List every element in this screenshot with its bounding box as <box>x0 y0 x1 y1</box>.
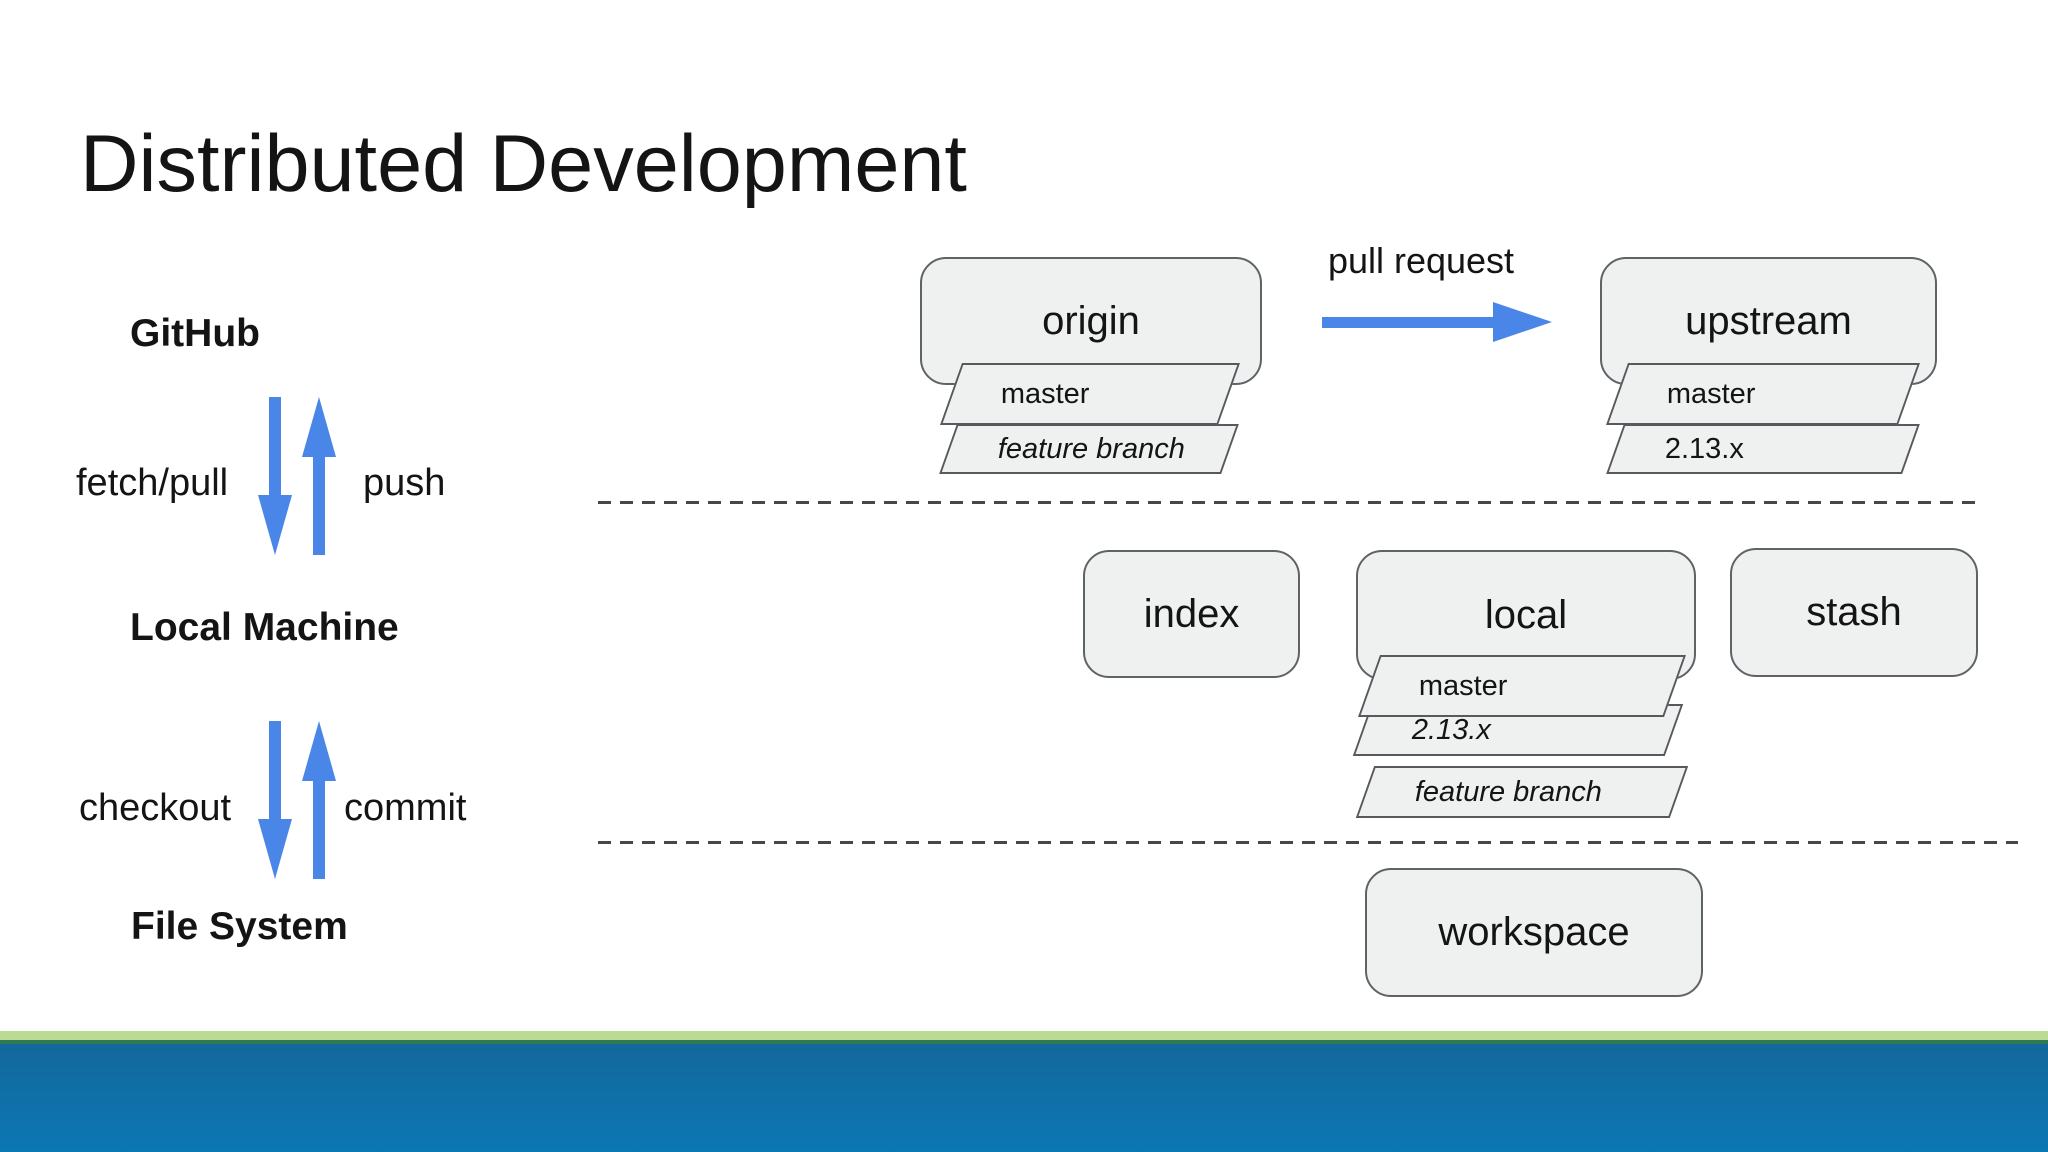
fetch-push-arrows <box>258 397 336 555</box>
origin-branch-master: master <box>940 363 1240 425</box>
push-label: push <box>363 462 446 504</box>
upstream-repo-title: upstream <box>1685 298 1852 343</box>
local-machine-label: Local Machine <box>130 606 399 649</box>
workspace-box: workspace <box>1365 868 1703 997</box>
push-up-arrow-icon <box>302 397 336 555</box>
origin-branch-feature: feature branch <box>939 424 1239 474</box>
upstream-branch-213x: 2.13.x <box>1606 424 1920 474</box>
checkout-down-arrow-icon <box>258 721 292 879</box>
index-box: index <box>1083 550 1300 678</box>
origin-repo-title: origin <box>1042 298 1140 343</box>
checkout-commit-arrows <box>258 721 336 879</box>
upstream-branch-master-label: master <box>1667 377 1756 410</box>
stash-box: stash <box>1730 548 1978 677</box>
footer-green-stripe <box>0 1031 2048 1040</box>
fetch-pull-down-arrow-icon <box>258 397 292 555</box>
workspace-box-title: workspace <box>1438 910 1630 954</box>
pull-request-arrow-icon <box>1322 302 1552 342</box>
origin-branch-feature-label: feature branch <box>998 432 1186 465</box>
local-branch-master: master <box>1358 655 1686 717</box>
fetch-pull-label: fetch/pull <box>76 462 229 504</box>
origin-branch-master-label: master <box>1001 377 1090 410</box>
local-branch-feature-label: feature branch <box>1415 775 1603 808</box>
slide-title: Distributed Development <box>80 119 967 209</box>
commit-up-arrow-icon <box>302 721 336 879</box>
upstream-branch-master: master <box>1606 363 1920 425</box>
stash-box-title: stash <box>1806 590 1902 634</box>
upstream-branch-213x-label: 2.13.x <box>1665 432 1744 465</box>
commit-label: commit <box>344 787 467 829</box>
local-workspace-divider <box>598 841 2018 844</box>
checkout-label: checkout <box>79 787 232 829</box>
local-branch-master-label: master <box>1419 669 1508 702</box>
remote-local-divider <box>598 501 1980 504</box>
local-branch-feature: feature branch <box>1355 766 1689 818</box>
footer-edge-stripe <box>0 1040 2048 1044</box>
file-system-label: File System <box>131 905 348 948</box>
pull-request-label: pull request <box>1327 240 1515 281</box>
github-label: GitHub <box>130 312 260 355</box>
local-repo-title: local <box>1484 592 1568 637</box>
index-box-title: index <box>1143 591 1240 636</box>
footer-blue-stripe <box>0 1044 2048 1152</box>
local-branch-213x-label: 2.13.x <box>1412 713 1491 746</box>
